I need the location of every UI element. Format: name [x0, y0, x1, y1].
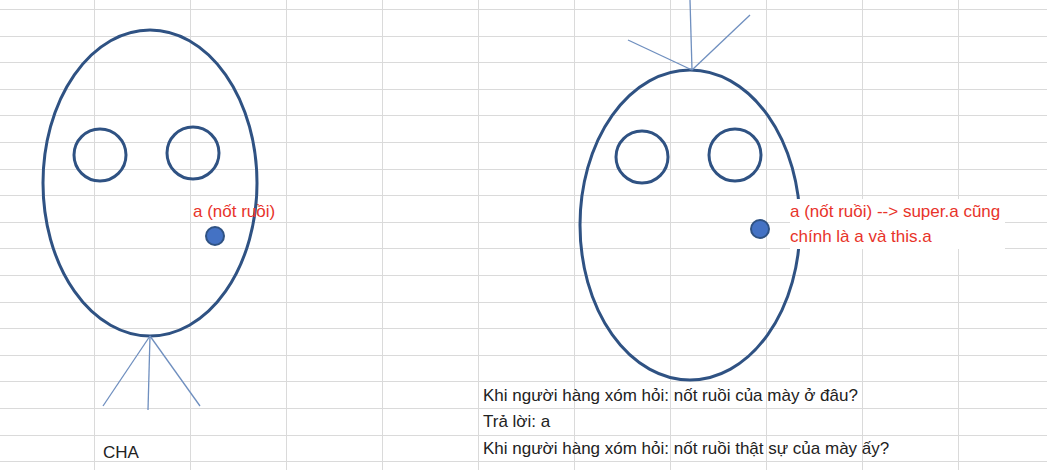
- grid-line: [0, 435, 1047, 436]
- beard-stroke: [103, 336, 150, 406]
- eye-circle: [167, 127, 219, 179]
- beard-stroke: [148, 336, 150, 410]
- grid-line: [0, 195, 1047, 196]
- grid-line: [190, 0, 191, 470]
- hair-stroke: [692, 15, 750, 70]
- grid-line: [382, 0, 383, 470]
- mole-dot: [751, 220, 769, 238]
- grid-line: [94, 0, 95, 470]
- grid-line: [0, 36, 1047, 37]
- grid-line: [0, 89, 1047, 90]
- question-text: Khi người hàng xóm hỏi: nốt ruồi thật sự…: [483, 436, 1033, 461]
- figure-caption: CHA: [103, 440, 223, 465]
- grid-line: [0, 328, 1047, 329]
- eye-circle: [74, 129, 126, 181]
- hair-stroke: [628, 40, 692, 70]
- question-text: Khi người hàng xóm hỏi: nốt ruồi của mày…: [483, 383, 1033, 408]
- grid-line: [0, 62, 1047, 63]
- grid-line: [0, 169, 1047, 170]
- grid-line: [0, 408, 1047, 409]
- child-figure: [580, 0, 800, 380]
- grid-line: [0, 302, 1047, 303]
- grid-line: [0, 9, 1047, 10]
- eye-circle: [616, 131, 668, 183]
- grid-line: [0, 355, 1047, 356]
- grid-line: [0, 275, 1047, 276]
- grid-line: [0, 381, 1047, 382]
- grid-line: [478, 0, 479, 470]
- grid-line: [0, 142, 1047, 143]
- grid-line: [0, 461, 1047, 462]
- hair-stroke: [690, 0, 692, 70]
- mole-note: a (nốt ruồi) --> super.a cũng chính là a…: [790, 199, 1005, 249]
- mole-dot: [206, 227, 224, 245]
- head-outline: [43, 30, 257, 336]
- head-outline: [580, 70, 800, 380]
- grid-line: [0, 115, 1047, 116]
- grid-line: [286, 0, 287, 470]
- mole-label: a (nốt ruồi): [193, 199, 353, 224]
- beard-stroke: [150, 336, 200, 406]
- answer-text: Trả lời: a: [483, 409, 1033, 434]
- eye-circle: [709, 129, 761, 181]
